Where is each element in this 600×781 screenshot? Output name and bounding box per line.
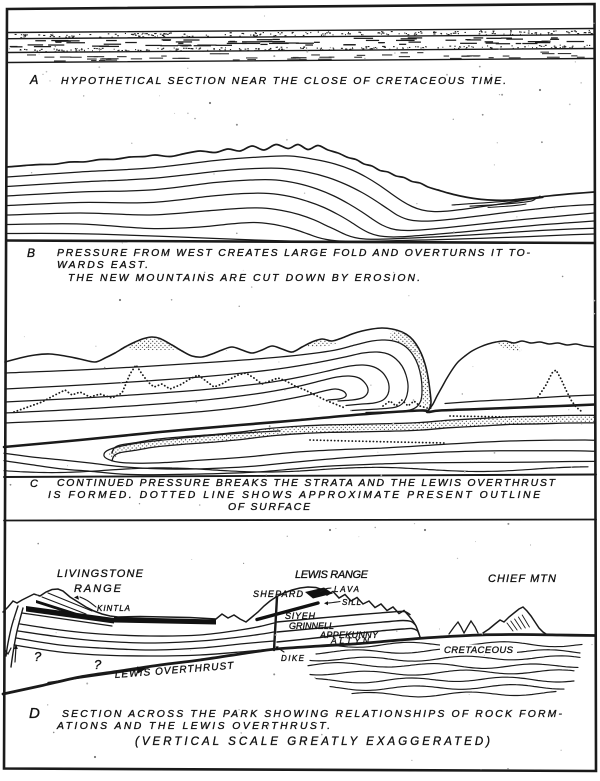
- svg-text:B: B: [27, 246, 35, 260]
- svg-text:SHEPARD: SHEPARD: [253, 589, 304, 599]
- svg-text:SILL: SILL: [342, 598, 361, 607]
- svg-text:CONTINUED PRESSURE BREAKS T: CONTINUED PRESSURE BREAKS THE STRATA AND…: [57, 478, 556, 489]
- svg-text:D: D: [29, 705, 40, 722]
- svg-text:SECTION ACROSS THE PARK SH: SECTION ACROSS THE PARK SHOWING RELATION…: [62, 709, 563, 720]
- svg-text:ALTYN: ALTYN: [330, 636, 370, 646]
- svg-text:PRESSURE FROM WEST CREATES: PRESSURE FROM WEST CREATES LARGE FOLD AN…: [57, 248, 531, 259]
- svg-text:(VERTICAL SCALE GREATLY: (VERTICAL SCALE GREATLY EXAGGERATED): [135, 736, 490, 748]
- svg-text:?: ?: [34, 649, 42, 664]
- svg-text:THE NEW MOUNTAINS ARE CUT: THE NEW MOUNTAINS ARE CUT DOWN BY EROSIO…: [68, 273, 420, 284]
- svg-text:CRETACEOUS: CRETACEOUS: [444, 645, 514, 656]
- svg-text:IS FORMED. DOTTED LINE SHO: IS FORMED. DOTTED LINE SHOWS APPROXIMATE…: [48, 490, 541, 501]
- svg-text:HYPOTHETICAL SECTION NEAR T: HYPOTHETICAL SECTION NEAR THE CLOSE OF C…: [61, 76, 506, 87]
- svg-text:LIVINGSTONE: LIVINGSTONE: [57, 568, 144, 580]
- svg-text:LAVA: LAVA: [334, 585, 359, 594]
- svg-text:KINTLA: KINTLA: [97, 604, 130, 613]
- svg-text:GRINNELL: GRINNELL: [289, 621, 334, 631]
- svg-text:A: A: [29, 73, 38, 87]
- svg-text:C: C: [30, 478, 38, 490]
- svg-text:LEWIS RANGE: LEWIS RANGE: [295, 569, 369, 581]
- svg-text:WARDS EAST.: WARDS EAST.: [57, 260, 148, 271]
- svg-text:OF SURFACE: OF SURFACE: [228, 502, 311, 513]
- svg-text:?: ?: [94, 657, 102, 672]
- svg-text:ATIONS AND THE LEWIS OVERT: ATIONS AND THE LEWIS OVERTHRUST.: [56, 721, 330, 732]
- svg-text:CHIEF MTN: CHIEF MTN: [488, 573, 556, 585]
- svg-text:DIKE: DIKE: [281, 654, 305, 663]
- svg-text:APPEKUNNY: APPEKUNNY: [319, 630, 379, 640]
- svg-text:SIYEH: SIYEH: [285, 611, 316, 621]
- svg-text:RANGE: RANGE: [74, 583, 122, 595]
